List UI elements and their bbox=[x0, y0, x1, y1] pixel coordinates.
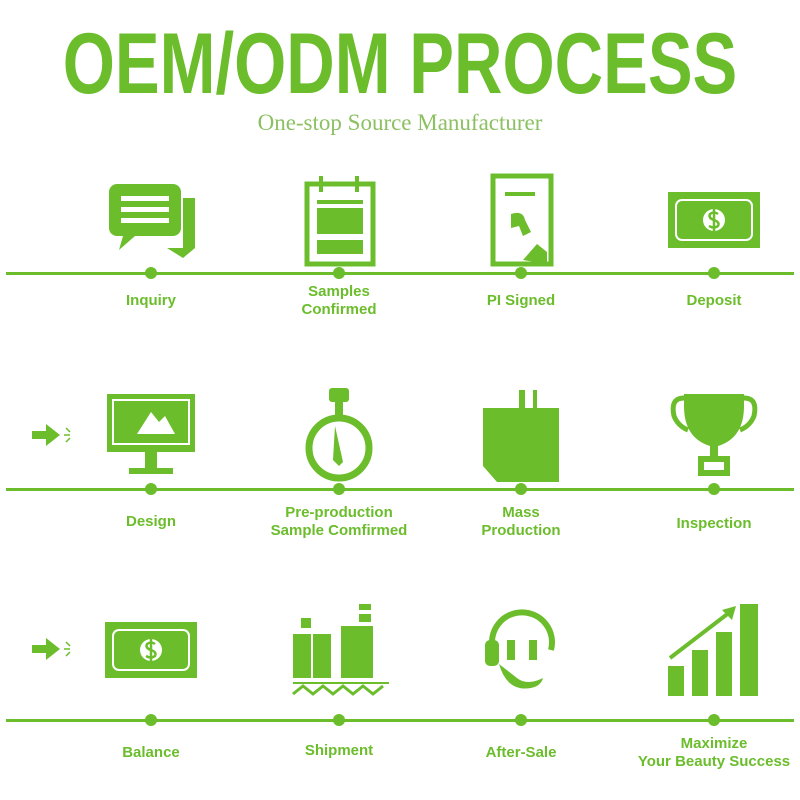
chat-bubbles-icon bbox=[109, 184, 195, 258]
step-label: Design bbox=[125, 513, 176, 530]
timeline-line bbox=[6, 272, 794, 275]
banknote-icon bbox=[105, 622, 197, 678]
step-label: Pre-production Sample Comfirmed bbox=[270, 504, 408, 539]
timeline-node bbox=[708, 267, 720, 279]
step-label: Inspection bbox=[676, 515, 752, 532]
timeline-node bbox=[145, 267, 157, 279]
timeline-node bbox=[708, 483, 720, 495]
cargo-ship-icon bbox=[292, 604, 389, 696]
growth-chart-icon bbox=[668, 604, 758, 696]
step-label: After-Sale bbox=[485, 744, 557, 761]
monitor-design-icon bbox=[107, 394, 195, 474]
banknote-icon bbox=[668, 192, 760, 248]
trophy-icon bbox=[670, 394, 758, 476]
timeline-line bbox=[6, 488, 794, 491]
box-icon bbox=[483, 390, 559, 482]
step-label: Balance bbox=[122, 744, 180, 761]
step-label: Shipment bbox=[304, 742, 374, 759]
timeline-node bbox=[333, 714, 345, 726]
step-label: Samples Confirmed bbox=[301, 283, 377, 318]
timeline-node bbox=[333, 483, 345, 495]
page-title: OEM/ODM PROCESS bbox=[62, 16, 738, 112]
page-subtitle: One-stop Source Manufacturer bbox=[257, 110, 543, 135]
timeline-line bbox=[6, 719, 794, 722]
step-label: Maximize Your Beauty Success bbox=[637, 735, 791, 770]
step-label: Mass Production bbox=[481, 504, 561, 539]
arrow-right-icon bbox=[32, 424, 71, 446]
signed-document-icon bbox=[490, 173, 554, 267]
arrow-right-icon bbox=[32, 638, 71, 660]
stopwatch-icon bbox=[305, 388, 373, 482]
timeline-node bbox=[145, 714, 157, 726]
timeline-node bbox=[515, 483, 527, 495]
timeline-node bbox=[333, 267, 345, 279]
step-label: PI Signed bbox=[486, 292, 556, 309]
timeline-node bbox=[145, 483, 157, 495]
step-label: Inquiry bbox=[125, 292, 176, 309]
headset-icon bbox=[485, 609, 555, 689]
step-label: Deposit bbox=[686, 292, 742, 309]
notepad-icon bbox=[304, 176, 376, 267]
timeline-node bbox=[708, 714, 720, 726]
timeline-node bbox=[515, 714, 527, 726]
timeline-node bbox=[515, 267, 527, 279]
